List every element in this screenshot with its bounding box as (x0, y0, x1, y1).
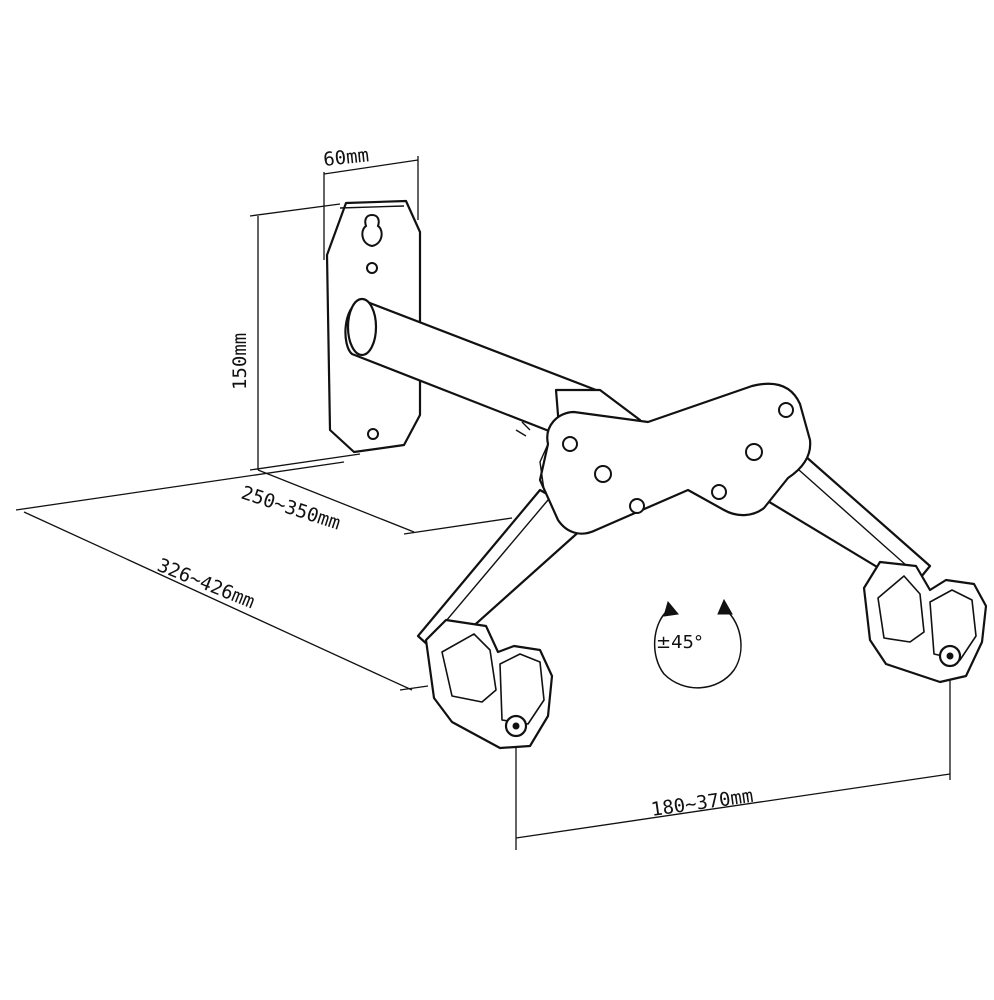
rotation-arrows-icon (653, 598, 742, 689)
center-bracket (538, 382, 812, 535)
right-hook (862, 560, 988, 684)
left-hook (424, 618, 554, 750)
rotation-label: ±45° (656, 632, 703, 653)
plate-width-label: 60mm (322, 144, 370, 171)
total-depth-label: 326~426mm (154, 554, 258, 613)
arm-depth-label: 250~350mm (238, 482, 343, 535)
hook-spacing-label: 180~370mm (650, 785, 755, 821)
plate-height-label: 150mm (229, 333, 251, 390)
dimension-lines (15, 156, 951, 850)
